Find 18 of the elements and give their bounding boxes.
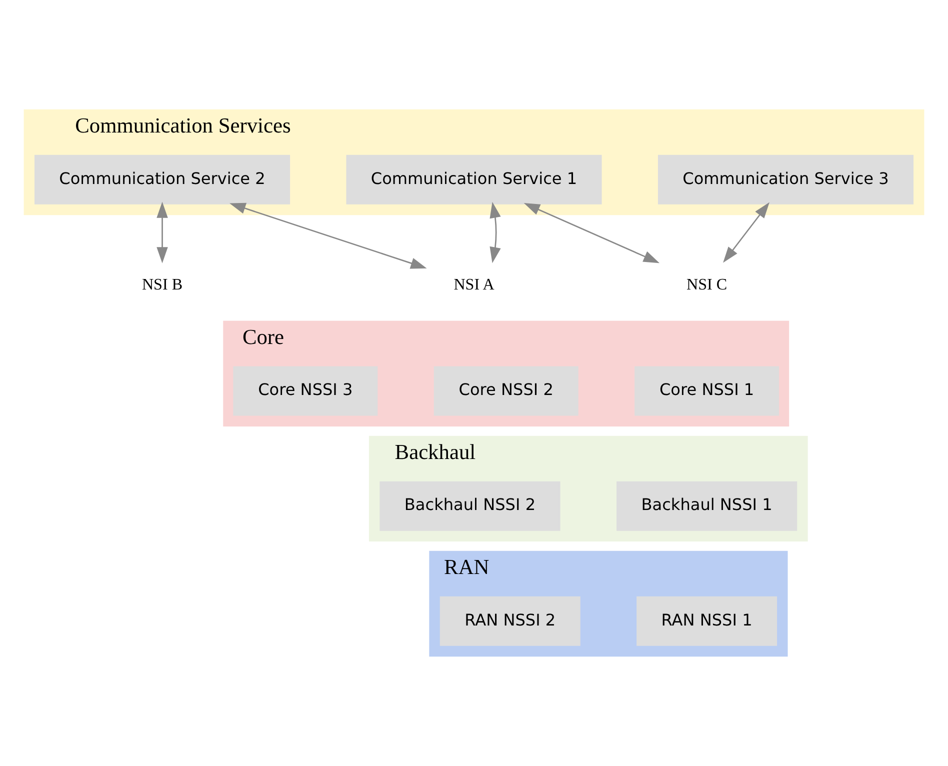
node-box: Core NSSI 1 xyxy=(634,366,780,416)
node-text: NSI B xyxy=(142,276,183,294)
node-box: Backhaul NSSI 2 xyxy=(380,481,560,531)
arrow xyxy=(156,202,168,264)
arrow xyxy=(230,202,427,269)
node-box: Core NSSI 3 xyxy=(233,366,378,416)
node-box: RAN NSSI 2 xyxy=(440,596,580,646)
arrow xyxy=(524,203,660,264)
node-box: RAN NSSI 1 xyxy=(636,596,778,646)
node-text: NSI C xyxy=(686,276,728,294)
arrow xyxy=(723,202,770,263)
node-box: Communication Service 2 xyxy=(34,154,290,204)
node-box: Communication Service 1 xyxy=(346,154,602,204)
arrow xyxy=(490,202,501,264)
node-text: NSI A xyxy=(454,276,494,294)
node-box: Communication Service 3 xyxy=(658,154,914,204)
node-box: Core NSSI 2 xyxy=(434,366,578,416)
node-box: Backhaul NSSI 1 xyxy=(616,481,798,531)
